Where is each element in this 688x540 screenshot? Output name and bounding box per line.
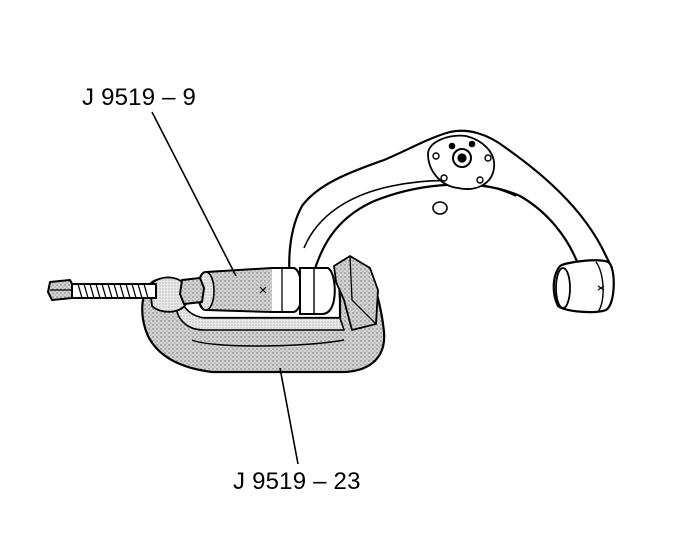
callout-label-upper-tool: J 9519 – 9 xyxy=(82,84,197,111)
control-arm xyxy=(288,129,615,314)
leader-line-upper xyxy=(151,111,237,277)
c-clamp-frame xyxy=(141,255,386,374)
callout-label-lower-tool: J 9519 – 23 xyxy=(233,468,361,495)
receiver-adapter xyxy=(197,267,303,313)
front-bushing xyxy=(299,267,336,315)
control-arm-body xyxy=(288,129,614,298)
leader-line-lower xyxy=(279,367,299,465)
forcing-screw xyxy=(47,277,205,305)
leader-lines xyxy=(151,111,299,465)
